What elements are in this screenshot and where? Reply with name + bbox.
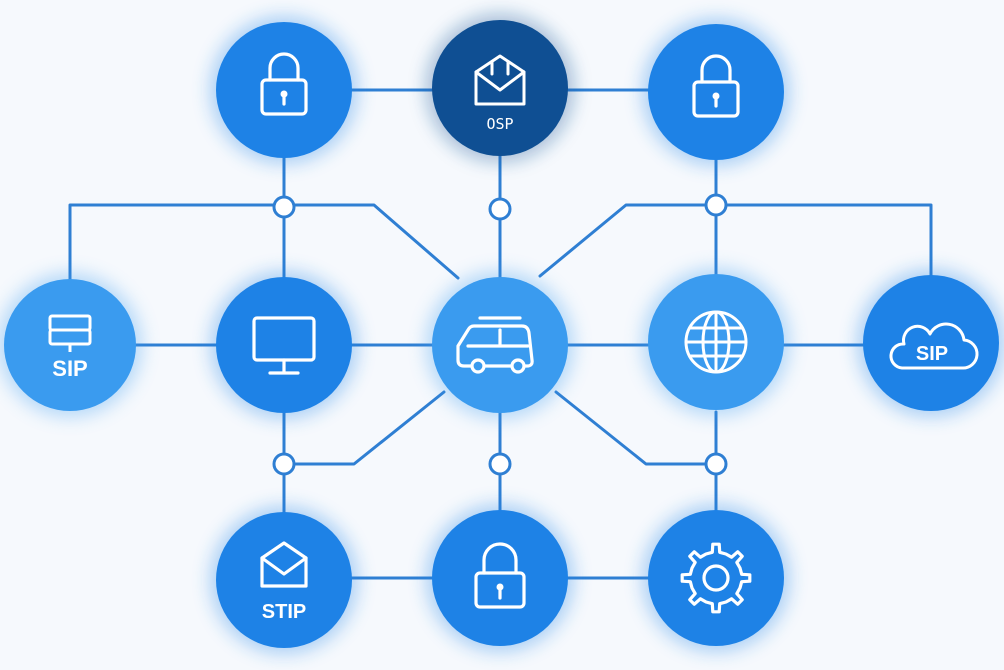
envelope-icon xyxy=(474,54,526,106)
gear-icon xyxy=(680,542,752,614)
junction-dot xyxy=(272,452,296,476)
cloud-icon xyxy=(889,322,979,370)
node-bottom-center-lock xyxy=(426,504,574,652)
connector-line xyxy=(68,203,460,281)
connector-line xyxy=(554,390,718,466)
junction-dot xyxy=(272,195,296,219)
server-icon xyxy=(48,314,92,352)
junction-dot xyxy=(704,452,728,476)
connector-line xyxy=(282,390,446,466)
node-bottom-right-gear xyxy=(642,504,790,652)
node-top-right-lock xyxy=(642,18,790,166)
envelope-icon xyxy=(260,541,308,588)
node-right-cloud: SIP xyxy=(857,269,1004,417)
junction-points xyxy=(272,193,728,476)
node-top-left-lock xyxy=(210,16,358,164)
connector-line xyxy=(538,203,933,278)
node-mid-monitor xyxy=(210,271,358,419)
lock-icon xyxy=(474,542,526,609)
junction-dot xyxy=(704,193,728,217)
node-label: OSP xyxy=(486,115,513,133)
lock-icon xyxy=(260,52,308,116)
globe-icon xyxy=(684,310,748,374)
node-label: SIP xyxy=(52,356,87,381)
node-left-server: SIP xyxy=(0,273,142,417)
monitor-icon xyxy=(252,316,316,375)
van-icon xyxy=(456,316,534,374)
node-bottom-left-mail: STIP xyxy=(210,506,358,654)
lock-icon xyxy=(692,54,740,118)
node-top-center-mail: OSP xyxy=(426,14,574,162)
junction-dot xyxy=(488,452,512,476)
node-mid-globe xyxy=(642,268,790,416)
node-center-van xyxy=(426,271,574,419)
node-label: SIP xyxy=(916,343,948,365)
node-label: STIP xyxy=(262,601,306,623)
junction-dot xyxy=(488,197,512,221)
